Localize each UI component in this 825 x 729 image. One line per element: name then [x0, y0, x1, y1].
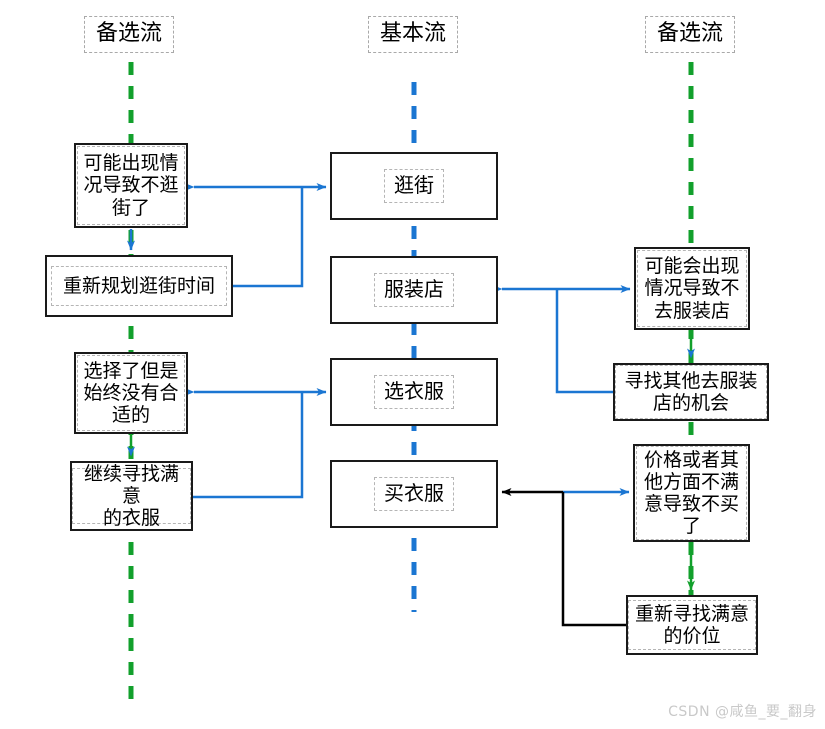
node-right-1[interactable]: 可能会出现 情况导致不 去服装店 — [634, 247, 750, 330]
node-right-4[interactable]: 重新寻找满意 的价位 — [626, 595, 758, 655]
lane-title-middle-label: 基本流 — [379, 21, 446, 47]
node-right-1-label: 可能会出现 情况导致不 去服装店 — [644, 255, 740, 322]
watermark: CSDN @咸鱼_要_翻身 — [668, 704, 817, 720]
node-right-3-label: 价格或者其 他方面不满 意导致不买 了 — [643, 448, 739, 538]
lane-title-left: 备选流 — [84, 16, 174, 53]
node-left-2[interactable]: 重新规划逛街时间 — [45, 255, 233, 317]
node-left-1[interactable]: 可能出现情 况导致不逛 街了 — [74, 143, 188, 228]
node-left-3-label: 选择了但是 始终没有合 适的 — [83, 359, 179, 427]
node-mid-3[interactable]: 选衣服 — [330, 358, 498, 426]
node-mid-2-label: 服装店 — [384, 277, 444, 302]
node-mid-4-label: 买衣服 — [384, 481, 444, 506]
lane-title-right: 备选流 — [645, 16, 735, 53]
node-left-2-label: 重新规划逛街时间 — [62, 274, 215, 297]
node-mid-1[interactable]: 逛街 — [330, 152, 498, 220]
node-right-2-label: 寻找其他去服装 店的机会 — [624, 369, 758, 414]
connector-c12 — [561, 492, 626, 627]
node-left-1-label: 可能出现情 况导致不逛 街了 — [83, 152, 179, 219]
lane-title-left-label: 备选流 — [95, 21, 162, 47]
node-left-4-label: 继续寻找满意 的衣服 — [83, 462, 179, 530]
node-mid-3-label: 选衣服 — [384, 379, 444, 404]
connector-c6 — [193, 392, 304, 499]
node-left-3[interactable]: 选择了但是 始终没有合 适的 — [74, 352, 188, 434]
connector-c9 — [555, 289, 613, 394]
node-right-2[interactable]: 寻找其他去服装 店的机会 — [613, 363, 769, 421]
connector-c3 — [233, 187, 304, 288]
node-mid-2[interactable]: 服装店 — [330, 256, 498, 324]
node-mid-1-label: 逛街 — [394, 173, 434, 198]
node-right-3[interactable]: 价格或者其 他方面不满 意导致不买 了 — [633, 444, 750, 542]
lane-title-right-label: 备选流 — [656, 21, 723, 47]
node-mid-4[interactable]: 买衣服 — [330, 460, 498, 528]
node-left-4[interactable]: 继续寻找满意 的衣服 — [70, 461, 193, 531]
node-right-4-label: 重新寻找满意 的价位 — [634, 602, 749, 647]
lane-title-middle: 基本流 — [368, 16, 458, 53]
